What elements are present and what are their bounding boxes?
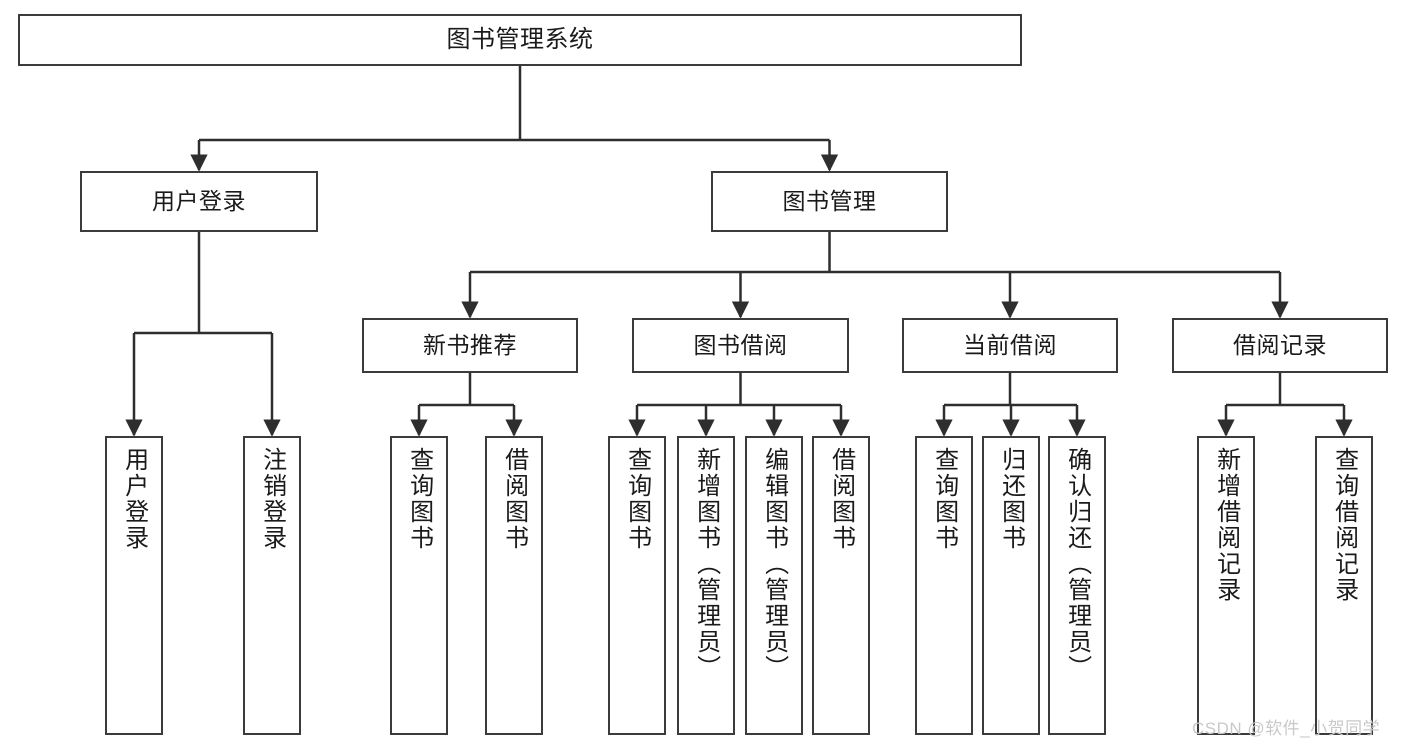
node-leaf-query-book-1[interactable]: 查询图书 — [390, 436, 448, 735]
node-label: 编辑图书（管理员） — [760, 447, 788, 681]
node-borrow-record[interactable]: 借阅记录 — [1172, 318, 1388, 373]
edge-group — [125, 66, 1353, 437]
node-label: 查询借阅记录 — [1330, 447, 1358, 603]
node-label: 新增借阅记录 — [1212, 447, 1240, 603]
node-leaf-add-record[interactable]: 新增借阅记录 — [1197, 436, 1255, 735]
node-label: 借阅图书 — [500, 447, 528, 551]
node-label: 查询图书 — [623, 447, 651, 551]
node-leaf-add-book[interactable]: 新增图书（管理员） — [677, 436, 735, 735]
node-root[interactable]: 图书管理系统 — [18, 14, 1022, 66]
node-leaf-edit-book[interactable]: 编辑图书（管理员） — [745, 436, 803, 735]
node-book-borrow[interactable]: 图书借阅 — [632, 318, 849, 373]
node-leaf-user-login[interactable]: 用户登录 — [105, 436, 163, 735]
node-label: 借阅图书 — [827, 447, 855, 551]
node-label: 确认归还（管理员） — [1063, 447, 1091, 681]
node-label: 查询图书 — [930, 447, 958, 551]
node-leaf-user-logout[interactable]: 注销登录 — [243, 436, 301, 735]
node-label: 归还图书 — [997, 447, 1025, 551]
node-leaf-query-book-2[interactable]: 查询图书 — [608, 436, 666, 735]
node-leaf-return-book[interactable]: 归还图书 — [982, 436, 1040, 735]
node-leaf-borrow-book-2[interactable]: 借阅图书 — [812, 436, 870, 735]
node-new-book-recommend[interactable]: 新书推荐 — [362, 318, 578, 373]
node-label: 图书管理系统 — [446, 25, 594, 53]
node-book-manage[interactable]: 图书管理 — [711, 171, 948, 232]
watermark-label: CSDN @软件_小贺同学 — [1192, 719, 1381, 738]
node-label: 借阅记录 — [1233, 331, 1327, 358]
node-label: 当前借阅 — [963, 331, 1057, 358]
node-label: 图书借阅 — [693, 331, 788, 358]
node-label: 注销登录 — [258, 447, 286, 551]
node-label: 查询图书 — [405, 447, 433, 551]
node-leaf-query-book-3[interactable]: 查询图书 — [915, 436, 973, 735]
node-leaf-borrow-book-1[interactable]: 借阅图书 — [485, 436, 543, 735]
node-leaf-query-record[interactable]: 查询借阅记录 — [1315, 436, 1373, 735]
node-leaf-confirm-return[interactable]: 确认归还（管理员） — [1048, 436, 1106, 735]
node-label: 用户登录 — [152, 187, 246, 214]
node-label: 图书管理 — [782, 187, 877, 214]
node-user-login[interactable]: 用户登录 — [80, 171, 318, 232]
node-label: 新书推荐 — [423, 331, 517, 358]
node-label: 新增图书（管理员） — [692, 447, 720, 681]
node-label: 用户登录 — [120, 447, 148, 551]
node-current-borrow[interactable]: 当前借阅 — [902, 318, 1118, 373]
